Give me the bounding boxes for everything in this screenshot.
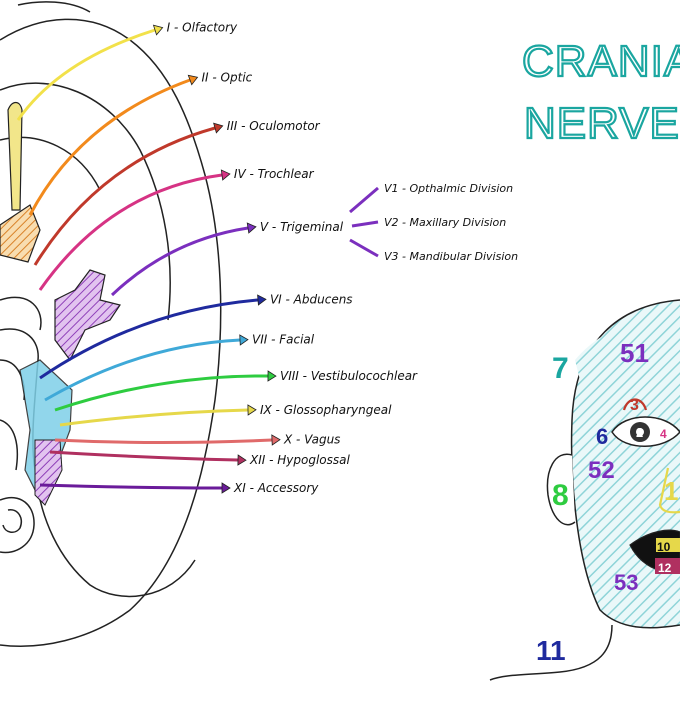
- face-number-5-3: 53: [614, 570, 638, 595]
- nerve-arrowhead-7: [239, 334, 249, 346]
- face-number-8: 8: [552, 479, 569, 512]
- nerve-arrowhead-11: [237, 454, 247, 466]
- nerve-label-7: VII - Facial: [252, 333, 315, 347]
- face-number-7: 7: [552, 352, 569, 385]
- eyebrow-arch: [622, 398, 648, 411]
- nerve-arrow-11: [49, 450, 239, 462]
- neck: [489, 624, 613, 681]
- optic-chiasm: [0, 204, 41, 263]
- pupil: [636, 428, 644, 436]
- trigeminal-root: [54, 269, 121, 362]
- face-number-4: 4: [660, 427, 667, 441]
- nerve-label-6: VI - Abducens: [270, 292, 353, 306]
- nerve-label-10: X - Vagus: [283, 433, 340, 447]
- nerve-arrow-8: [54, 374, 269, 412]
- nerve-arrowhead-12: [221, 482, 231, 494]
- trigeminal-division-label-2: V2 - Maxillary Division: [384, 216, 506, 229]
- nerve-label-4: IV - Trochlear: [234, 167, 315, 181]
- nerve-label-11: XII - Hypoglossal: [249, 453, 350, 467]
- face-number-12: 12: [658, 561, 672, 575]
- trigeminal-division-arrow-3: [349, 238, 379, 258]
- trigeminal-division-arrow-2: [351, 220, 379, 228]
- nerve-arrowhead-4: [220, 169, 231, 181]
- nerve-arrowhead-6: [257, 294, 267, 306]
- nerve-arrow-5: [110, 226, 249, 297]
- nerve-arrowhead-5: [246, 222, 257, 234]
- face-hatch-upper: [575, 312, 680, 420]
- nerve-arrow-12: [39, 483, 223, 490]
- olfactory-tract: [7, 101, 23, 211]
- nerve-arrow-7: [44, 338, 241, 402]
- nerve-arrowhead-8: [267, 370, 277, 382]
- nerve-arrow-4: [38, 173, 223, 291]
- nerve-arrowhead-9: [247, 404, 257, 416]
- mouth-yellow: [656, 538, 680, 552]
- nerve-arrowhead-3: [213, 122, 224, 134]
- ear: [546, 453, 576, 526]
- face-number-5-2: 52: [588, 457, 615, 484]
- nerve-arrow-9: [59, 408, 249, 427]
- nerve-arrowhead-10: [271, 434, 281, 446]
- nerve-label-12: XI - Accessory: [233, 481, 319, 495]
- nerve-label-9: IX - Glossopharyngeal: [260, 403, 392, 417]
- nerve-arrowhead-1: [152, 24, 164, 36]
- lower-roots-purple: [34, 439, 63, 506]
- trigeminal-division-arrow-1: [349, 186, 379, 214]
- nerve-arrows: [16, 24, 281, 494]
- face-number-11: 11: [536, 635, 566, 666]
- nerve-label-8: VIII - Vestibulocochlear: [280, 369, 418, 383]
- brain-outline: [0, 1, 222, 647]
- face-number-5-1: 51: [620, 338, 649, 368]
- nerve-arrow-1: [16, 28, 156, 121]
- trigeminal-division-label-1: V1 - Opthalmic Division: [384, 182, 513, 195]
- nerve-label-1: I - Olfactory: [167, 21, 238, 35]
- trigeminal-divisions: V1 - Opthalmic Division V2 - Maxillary Di…: [349, 182, 518, 263]
- nerve-arrow-3: [33, 126, 216, 266]
- nerve-label-5: V - Trigeminal: [260, 220, 344, 234]
- trigeminal-division-label-3: V3 - Mandibular Division: [384, 250, 518, 263]
- nerve-label-3: III - Oculomotor: [227, 119, 321, 133]
- title-line-1: CRANIAL: [522, 37, 680, 86]
- face-number-1: 1: [664, 476, 678, 506]
- nerve-arrowhead-2: [187, 74, 199, 86]
- title-line-2: NERVES: [524, 99, 680, 148]
- nerve-arrow-6: [39, 298, 259, 380]
- face-number-10: 10: [657, 540, 671, 554]
- nose: [658, 467, 680, 514]
- face-number-6: 6: [596, 424, 608, 449]
- face-number-3: 3: [630, 397, 639, 414]
- nerve-arrow-2: [28, 78, 191, 216]
- tongue: [655, 558, 680, 574]
- face-diagram: 7 51 3 6 2 4 8 52 1 10 12 53 11: [489, 299, 680, 681]
- nerve-arrow-10: [54, 438, 273, 444]
- face-number-2: 2: [636, 425, 643, 440]
- nerve-label-2: II - Optic: [202, 70, 253, 84]
